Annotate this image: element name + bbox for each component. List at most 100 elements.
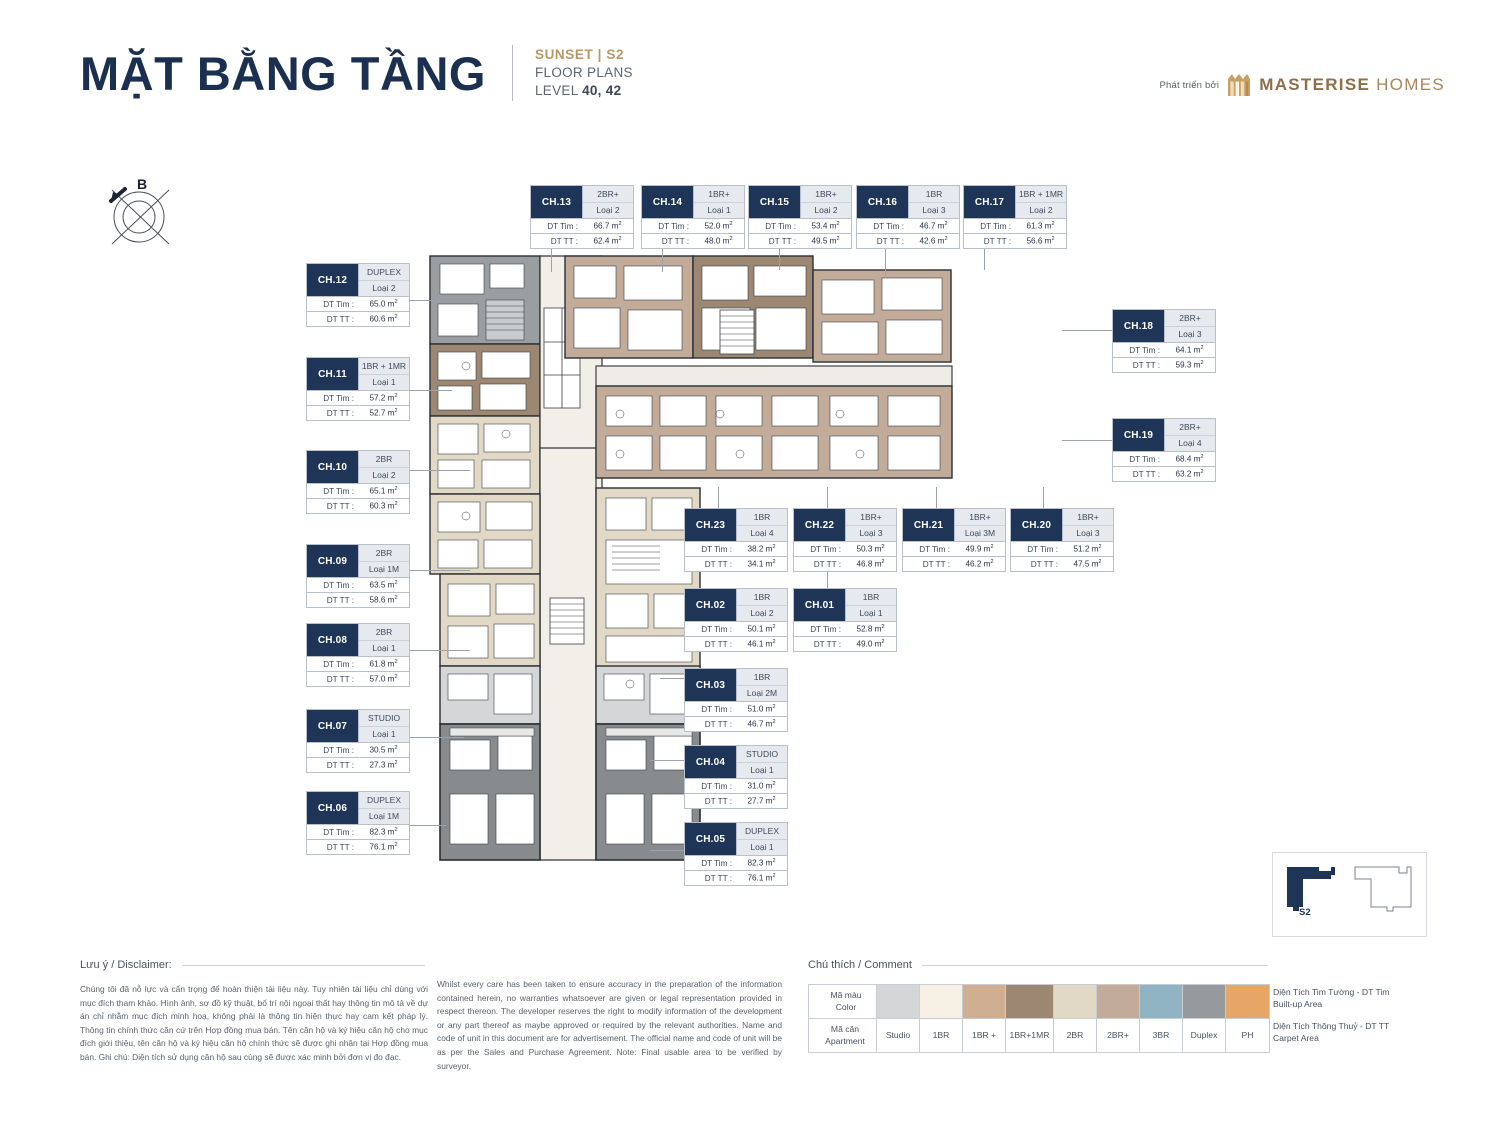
legend-swatch (1006, 985, 1053, 1018)
unit-carpet-label: DT TT : (704, 796, 732, 806)
unit-carpet-label: DT TT : (550, 236, 578, 246)
legend-name: PH (1226, 1018, 1269, 1052)
unit-builtup-value: 65.1 m2 (369, 486, 398, 496)
unit-type: 2BR+ (583, 186, 633, 203)
unit-type: STUDIO (737, 746, 787, 763)
unit-carpet-value: 47.5 m2 (1073, 559, 1102, 569)
brand-prefix-label: Phát triển bởi (1159, 79, 1220, 91)
unit-builtup-label: DT Tim : (323, 393, 354, 403)
unit-variant: Loại 3M (964, 528, 996, 539)
unit-builtup-value: 63.5 m2 (369, 580, 398, 590)
legend-item-2br: 2BR (1054, 985, 1097, 1052)
disclaimer-heading-row: Lưu ý / Disclaimer: (80, 959, 425, 971)
unit-carpet-value: 46.7 m2 (747, 719, 776, 729)
unit-variant: Loại 3 (859, 528, 883, 539)
legend-swatch (877, 985, 919, 1018)
header-level-value: 40, 42 (582, 82, 622, 98)
unit-type: 1BR+ (955, 509, 1005, 526)
unit-code: CH.23 (685, 509, 736, 541)
unit-carpet-label: DT TT : (768, 236, 796, 246)
disclaimer-rule (181, 964, 425, 966)
key-plan: S2 (1272, 852, 1427, 937)
unit-code: CH.07 (307, 710, 358, 742)
unit-carpet-label: DT TT : (1132, 360, 1160, 370)
unit-builtup-label: DT Tim : (701, 544, 732, 554)
unit-builtup-value: 65.0 m2 (369, 299, 398, 309)
comment-rule (921, 964, 1268, 966)
key-plan-highlight-s2 (1287, 867, 1335, 911)
unit-carpet-value: 60.6 m2 (369, 314, 398, 324)
area-definition-en: Carpet Area (1273, 1033, 1319, 1044)
unit-variant: Loại 2 (372, 470, 396, 481)
area-definition-vi: Diện Tích Tim Tường - DT Tim (1273, 987, 1390, 997)
unit-variant: Loại 1 (750, 765, 774, 776)
unit-carpet-label: DT TT : (704, 639, 732, 649)
unit-builtup-value: 68.4 m2 (1175, 454, 1204, 464)
disclaimer-text-en: Whilst every care has been taken to ensu… (437, 979, 782, 1071)
unit-carpet-label: DT TT : (922, 559, 950, 569)
unit-variant: Loại 1 (372, 643, 396, 654)
unit-code: CH.08 (307, 624, 358, 656)
unit-variant: Loại 1 (859, 608, 883, 619)
legend-apartment-label-vi: Mã căn (830, 1024, 860, 1035)
unit-carpet-value: 57.0 m2 (369, 674, 398, 684)
unit-variant: Loại 1 (372, 377, 396, 388)
unit-variant: Loại 3 (922, 205, 946, 216)
unit-type: 2BR+ (1165, 419, 1215, 436)
legend-name: 1BR+1MR (1006, 1018, 1053, 1052)
area-definition-en: Built-up Area (1273, 999, 1323, 1010)
unit-carpet-value: 60.3 m2 (369, 501, 398, 511)
unit-carpet-value: 56.6 m2 (1026, 236, 1055, 246)
unit-code: CH.10 (307, 451, 358, 483)
unit-variant: Loại 3 (1178, 329, 1202, 340)
header-subtitle: SUNSET | S2 FLOOR PLANS LEVEL 40, 42 (535, 46, 633, 99)
unit-variant: Loại 1 (750, 842, 774, 853)
compass-north-label: B (137, 176, 147, 192)
unit-carpet-label: DT TT : (704, 873, 732, 883)
unit-builtup-label: DT Tim : (765, 221, 796, 231)
unit-carpet-value: 46.1 m2 (747, 639, 776, 649)
unit-carpet-value: 59.3 m2 (1175, 360, 1204, 370)
unit-type: 1BR+ (1063, 509, 1113, 526)
disclaimer-text-vi: Chúng tôi đã nỗ lực và cẩn trọng để hoàn… (80, 984, 428, 1063)
unit-type: 2BR+ (1165, 310, 1215, 327)
unit-builtup-value: 53.4 m2 (811, 221, 840, 231)
unit-carpet-value: 34.1 m2 (747, 559, 776, 569)
unit-code: CH.13 (531, 186, 582, 218)
unit-type: DUPLEX (359, 792, 409, 809)
unit-variant: Loại 2 (1029, 205, 1053, 216)
brand-name-part1: MASTERISE (1259, 75, 1371, 94)
unit-builtup-label: DT Tim : (1129, 454, 1160, 464)
unit-variant: Loại 4 (750, 528, 774, 539)
unit-carpet-value: 48.0 m2 (704, 236, 733, 246)
unit-code: CH.15 (749, 186, 800, 218)
unit-builtup-label: DT Tim : (701, 858, 732, 868)
unit-builtup-value: 50.3 m2 (856, 544, 885, 554)
unit-builtup-value: 61.8 m2 (369, 659, 398, 669)
